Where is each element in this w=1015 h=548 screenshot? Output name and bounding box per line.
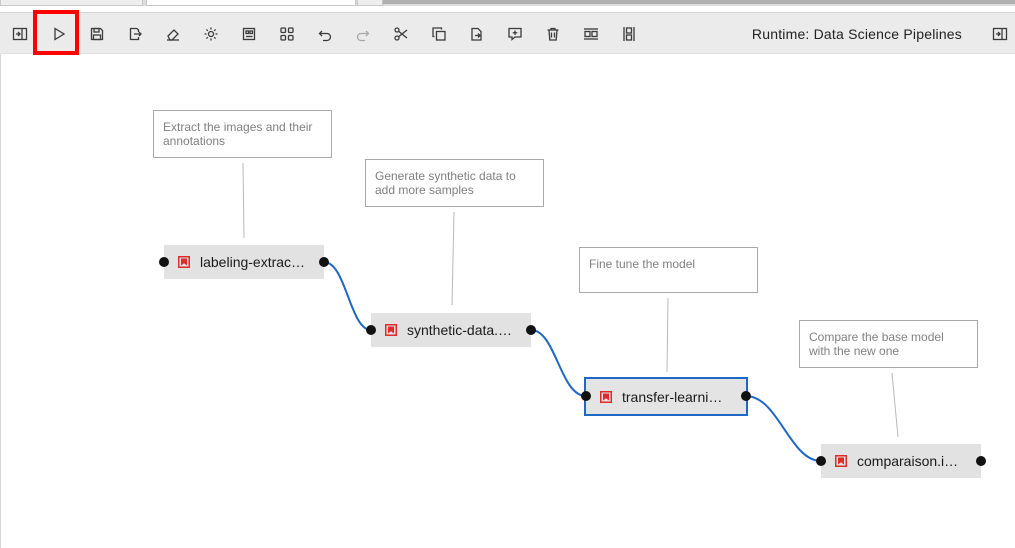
- toggle-palette-button[interactable]: [8, 22, 32, 46]
- comment-text: Compare the base model with the new one: [809, 330, 944, 358]
- arrange-horizontal-icon: [584, 28, 598, 40]
- open-component-catalogs-button[interactable]: [275, 22, 299, 46]
- pipeline-node[interactable]: labeling-extrac…: [164, 245, 324, 279]
- arrange-horizontally-button[interactable]: [579, 22, 603, 46]
- redo-button[interactable]: [351, 22, 375, 46]
- node-input-port[interactable]: [366, 325, 376, 335]
- paste-icon: [471, 27, 482, 41]
- panel-open-icon: [12, 27, 28, 41]
- pipeline-node[interactable]: comparaison.i…: [821, 444, 981, 478]
- save-icon: [90, 27, 104, 41]
- open-runtime-images-button[interactable]: [237, 22, 261, 46]
- pipeline-canvas[interactable]: [0, 54, 1015, 548]
- comment-box[interactable]: Extract the images and their annotations: [153, 110, 332, 158]
- node-input-port[interactable]: [816, 456, 826, 466]
- open-runtimes-button[interactable]: [199, 22, 223, 46]
- pipeline-node-selected[interactable]: transfer-learni…: [584, 377, 748, 416]
- notebook-icon: [600, 391, 612, 403]
- cut-button[interactable]: [389, 22, 413, 46]
- export-icon: [129, 27, 142, 41]
- tab-strip: [0, 0, 1015, 6]
- scissors-icon: [394, 27, 408, 41]
- add-comment-button[interactable]: [503, 22, 527, 46]
- node-input-port[interactable]: [581, 391, 591, 401]
- node-output-port[interactable]: [976, 456, 986, 466]
- notebook-icon: [385, 324, 397, 336]
- tab-active-pipeline[interactable]: [146, 0, 356, 6]
- node-output-port[interactable]: [741, 391, 751, 401]
- node-input-port[interactable]: [159, 257, 169, 267]
- eraser-icon: [167, 29, 179, 41]
- undo-icon: [318, 30, 332, 42]
- gear-icon: [204, 27, 218, 41]
- copy-icon: [432, 27, 446, 41]
- panel-close-icon: [992, 27, 1008, 41]
- comment-icon: [508, 27, 522, 41]
- copy-button[interactable]: [427, 22, 451, 46]
- comment-box[interactable]: Fine tune the model: [579, 247, 758, 293]
- catalog-icon: [280, 27, 294, 41]
- save-pipeline-button[interactable]: [85, 22, 109, 46]
- node-label: synthetic-data.…: [407, 322, 513, 338]
- comment-box[interactable]: Generate synthetic data to add more samp…: [365, 159, 544, 207]
- tab-previous[interactable]: [0, 0, 143, 6]
- runtime-label: Runtime: Data Science Pipelines: [751, 26, 962, 42]
- pipeline-node[interactable]: synthetic-data.…: [371, 313, 531, 347]
- node-output-port[interactable]: [526, 325, 536, 335]
- clear-pipeline-button[interactable]: [161, 22, 185, 46]
- comment-text: Extract the images and their annotations: [163, 120, 313, 148]
- arrange-vertical-icon: [623, 27, 635, 41]
- comment-box[interactable]: Compare the base model with the new one: [799, 320, 978, 368]
- tab-next[interactable]: [357, 0, 383, 6]
- node-label: labeling-extrac…: [200, 254, 306, 270]
- notebook-icon: [178, 256, 190, 268]
- delete-button[interactable]: [541, 22, 565, 46]
- comment-text: Fine tune the model: [589, 257, 696, 271]
- node-label: comparaison.i…: [857, 453, 959, 469]
- trash-icon: [547, 27, 559, 41]
- run-button-highlight: [33, 10, 79, 55]
- arrange-vertically-button[interactable]: [617, 22, 641, 46]
- run-pipeline-button[interactable]: [47, 22, 71, 46]
- export-pipeline-button[interactable]: [123, 22, 147, 46]
- toggle-properties-button[interactable]: [988, 22, 1012, 46]
- paste-button[interactable]: [465, 22, 489, 46]
- node-output-port[interactable]: [319, 257, 329, 267]
- tab-strip-fill: [383, 0, 1015, 4]
- redo-icon: [356, 30, 370, 42]
- notebook-icon: [835, 455, 847, 467]
- play-icon: [54, 27, 66, 41]
- comment-text: Generate synthetic data to add more samp…: [375, 169, 516, 197]
- pipeline-toolbar: Runtime: Data Science Pipelines: [0, 12, 1015, 54]
- node-label: transfer-learni…: [622, 389, 723, 405]
- images-icon: [242, 27, 256, 41]
- undo-button[interactable]: [313, 22, 337, 46]
